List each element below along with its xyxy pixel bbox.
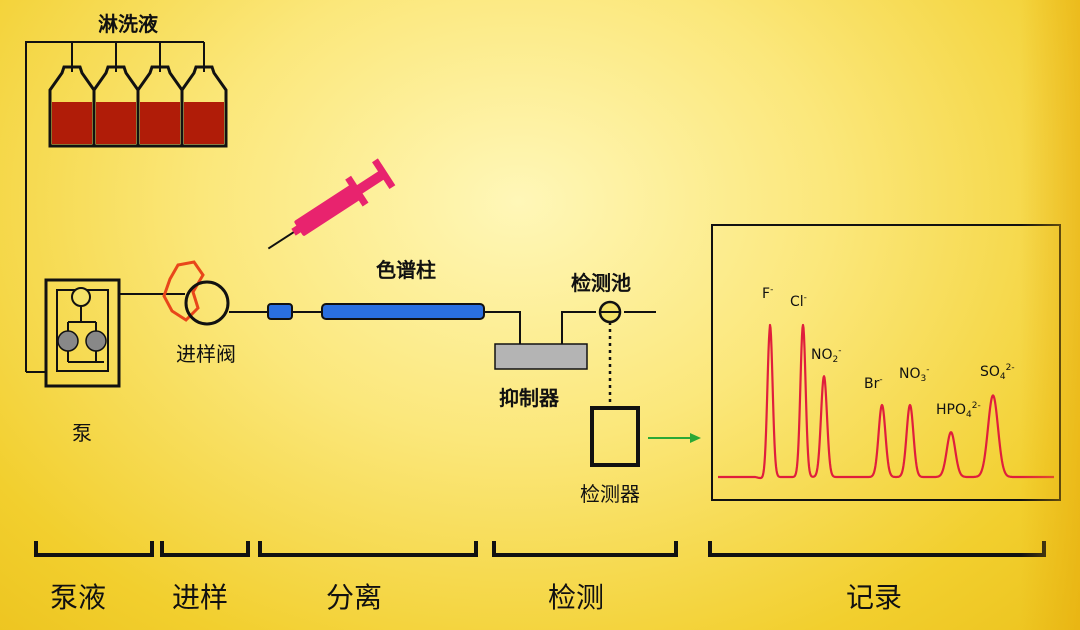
peak-label: HPO42- <box>936 401 981 420</box>
separation-column <box>321 303 485 320</box>
bottle-icon <box>180 65 228 148</box>
stage-label-detection: 检测 <box>548 581 605 614</box>
peak-label: Cl- <box>790 293 807 310</box>
peak-label: SO42- <box>980 363 1015 382</box>
detection-cell-label: 检测池 <box>571 271 631 295</box>
column-label: 色谱柱 <box>376 258 436 282</box>
guard-column <box>267 303 293 320</box>
arrow-right-icon <box>648 433 701 443</box>
injection-valve[interactable] <box>162 260 230 326</box>
eluent-manifold <box>25 41 205 373</box>
suppressor-label: 抑制器 <box>499 386 559 410</box>
stage-label-injection: 进样 <box>172 581 229 614</box>
detector <box>590 406 640 467</box>
flow-lines <box>119 293 656 344</box>
detector-label: 检测器 <box>580 482 640 506</box>
pump[interactable] <box>44 278 121 388</box>
chromatogram-trace <box>717 323 1055 480</box>
peak-label: NO2- <box>811 346 842 365</box>
pump-label: 泵 <box>72 421 92 445</box>
stage-brackets <box>34 541 1046 557</box>
eluent-bottles <box>48 65 228 148</box>
detection-cell <box>598 300 622 408</box>
peak-label: Br- <box>864 375 883 392</box>
stage-label-pump: 泵液 <box>50 581 107 614</box>
suppressor <box>494 343 588 370</box>
stage-label-recording: 记录 <box>846 581 903 614</box>
injection-valve-label: 进样阀 <box>176 342 236 366</box>
eluent-label: 淋洗液 <box>98 12 158 36</box>
stage-label-separation: 分离 <box>326 581 383 614</box>
syringe-icon[interactable] <box>260 158 396 262</box>
peak-label: NO3- <box>899 365 930 384</box>
recorder-frame <box>711 224 1061 501</box>
peak-label: F- <box>762 285 774 302</box>
